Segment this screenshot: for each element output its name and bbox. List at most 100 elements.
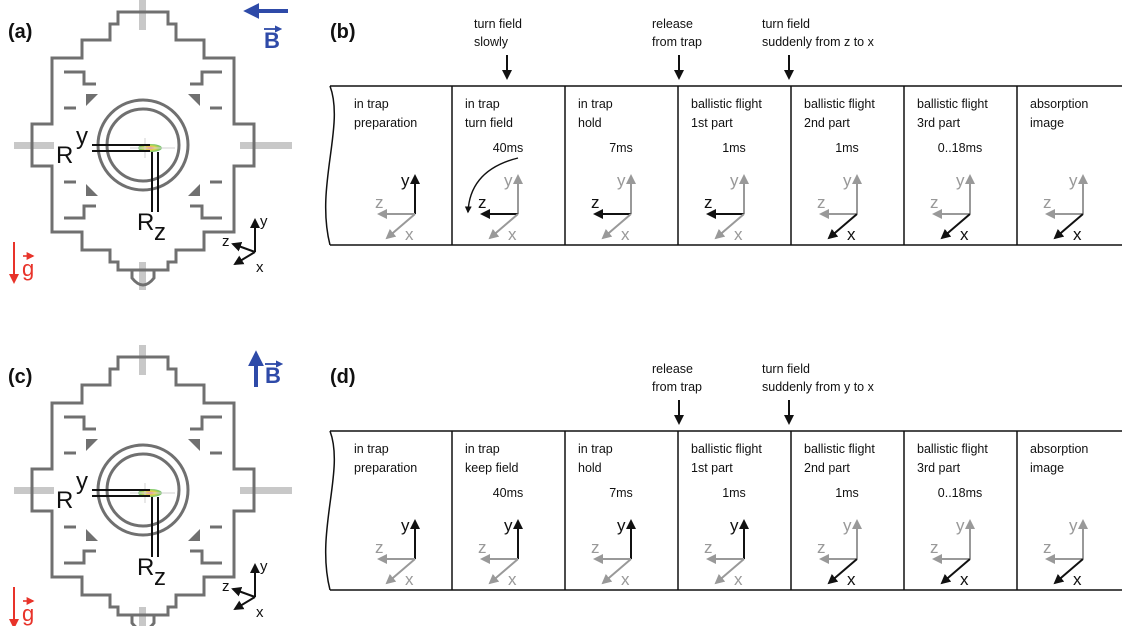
step-axes-x-arrow bbox=[714, 558, 745, 585]
step-line2: image bbox=[1030, 116, 1064, 130]
step-line2: 3rd part bbox=[917, 116, 961, 130]
rz-subscript: z bbox=[154, 219, 166, 246]
axis-y-label: y bbox=[260, 213, 268, 230]
step-axes-y-label: y bbox=[617, 171, 626, 190]
step-axes-y-label: y bbox=[956, 171, 965, 190]
step-axes-x-label: x bbox=[960, 225, 969, 244]
step-line1: ballistic flight bbox=[917, 442, 988, 456]
rz-label: R bbox=[137, 554, 154, 581]
field-label: B bbox=[264, 28, 280, 53]
trap-corner-block bbox=[188, 439, 200, 451]
step-line1: absorption bbox=[1030, 442, 1088, 456]
step-axes-x-label: x bbox=[734, 225, 743, 244]
trap-corner-block bbox=[188, 184, 200, 196]
axis-y-label: y bbox=[260, 558, 268, 575]
support-bar-right bbox=[240, 487, 292, 494]
support-bar-right bbox=[240, 142, 292, 149]
step-axes-x-arrow bbox=[827, 213, 858, 240]
event-label-line1: turn field bbox=[762, 362, 810, 376]
step-axes-y-label: y bbox=[843, 516, 852, 535]
event-label-line2: slowly bbox=[474, 35, 509, 49]
trap-frame-outline bbox=[30, 355, 256, 617]
step-axes-x-arrow bbox=[714, 213, 745, 240]
ry-subscript: y bbox=[76, 468, 88, 495]
step-axes-z-label: z bbox=[817, 538, 826, 557]
panel-label-c: (c) bbox=[8, 366, 32, 388]
ry-label: R bbox=[56, 142, 73, 169]
step-duration: 1ms bbox=[722, 141, 746, 155]
event-label-line2: from trap bbox=[652, 380, 702, 394]
step-axes-z-label: z bbox=[930, 538, 939, 557]
step-axes-x-arrow bbox=[827, 558, 858, 585]
step-axes-y-label: y bbox=[1069, 171, 1078, 190]
step-line1: in trap bbox=[465, 442, 500, 456]
step-axes-x-label: x bbox=[734, 570, 743, 589]
step-line2: image bbox=[1030, 461, 1064, 475]
step-line1: absorption bbox=[1030, 97, 1088, 111]
step-line1: ballistic flight bbox=[691, 97, 762, 111]
field-label: B bbox=[265, 363, 281, 388]
event-label-line1: release bbox=[652, 17, 693, 31]
step-line2: 1st part bbox=[691, 116, 733, 130]
step-axes-z-label: z bbox=[817, 193, 826, 212]
support-bar-left bbox=[14, 487, 54, 494]
step-line2: 2nd part bbox=[804, 461, 850, 475]
step-axes-y-label: y bbox=[504, 171, 513, 190]
support-bar-top bbox=[139, 0, 146, 30]
axis-z-arrow bbox=[231, 242, 256, 253]
step-axes-x-label: x bbox=[1073, 225, 1082, 244]
step-duration: 1ms bbox=[835, 486, 859, 500]
sequence-wavy-edge bbox=[324, 430, 336, 591]
step-axes-z-label: z bbox=[591, 193, 600, 212]
step-line1: ballistic flight bbox=[804, 97, 875, 111]
step-axes-z-label: z bbox=[375, 538, 384, 557]
step-axes-y-label: y bbox=[843, 171, 852, 190]
event-label-line2: suddenly from y to x bbox=[762, 380, 875, 394]
trap-corner-block bbox=[86, 529, 98, 541]
trap-notch bbox=[190, 549, 222, 565]
axis-x-label: x bbox=[256, 259, 264, 276]
axis-x-arrow bbox=[233, 596, 256, 611]
axis-x-arrow bbox=[233, 251, 256, 266]
trap-notch bbox=[64, 549, 96, 565]
step-axes-z-label: z bbox=[375, 193, 384, 212]
ry-subscript: y bbox=[76, 123, 88, 150]
step-axes-x-label: x bbox=[1073, 570, 1082, 589]
step-axes-x-label: x bbox=[847, 570, 856, 589]
step-line2: keep field bbox=[465, 461, 519, 475]
trap-corner-block bbox=[188, 94, 200, 106]
step-axes-z-label: z bbox=[1043, 538, 1052, 557]
step-line2: 3rd part bbox=[917, 461, 961, 475]
step-duration: 7ms bbox=[609, 141, 633, 155]
step-line1: in trap bbox=[578, 442, 613, 456]
step-axes-y-label: y bbox=[401, 516, 410, 535]
step-line1: in trap bbox=[354, 97, 389, 111]
support-bar-bottom bbox=[139, 262, 146, 290]
step-duration: 0..18ms bbox=[938, 486, 982, 500]
step-axes-z-label: z bbox=[930, 193, 939, 212]
step-duration: 40ms bbox=[493, 486, 524, 500]
step-line2: hold bbox=[578, 461, 602, 475]
axis-z-arrow bbox=[231, 587, 256, 598]
step-line1: ballistic flight bbox=[691, 442, 762, 456]
step-axes-x-arrow bbox=[1053, 558, 1084, 585]
step-line1: in trap bbox=[465, 97, 500, 111]
step-axes-x-arrow bbox=[488, 558, 519, 585]
trap-frame-outline bbox=[30, 10, 256, 272]
step-axes-x-arrow bbox=[601, 213, 632, 240]
rz-subscript: z bbox=[154, 564, 166, 591]
step-axes-y-label: y bbox=[730, 516, 739, 535]
gravity-label: g bbox=[22, 601, 34, 626]
step-axes-z-label: z bbox=[478, 193, 487, 212]
step-axes-y-label: y bbox=[1069, 516, 1078, 535]
step-axes-z-label: z bbox=[1043, 193, 1052, 212]
gravity-label: g bbox=[22, 256, 34, 281]
axis-z-label: z bbox=[222, 233, 230, 250]
trap-notch bbox=[190, 415, 222, 431]
step-duration: 1ms bbox=[835, 141, 859, 155]
step-axes-x-arrow bbox=[488, 213, 519, 240]
step-axes-x-label: x bbox=[847, 225, 856, 244]
step-axes-x-label: x bbox=[508, 570, 517, 589]
